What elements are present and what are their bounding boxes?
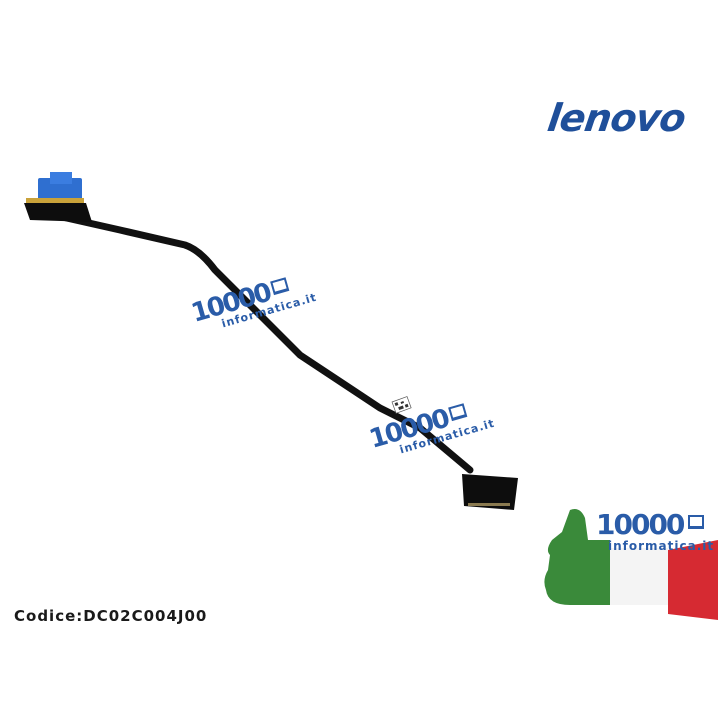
laptop-icon xyxy=(270,277,290,295)
seller-logo: 10000 informatica.it xyxy=(596,508,715,553)
laptop-icon xyxy=(448,403,468,421)
lenovo-logo: lenovo xyxy=(544,96,688,140)
italian-thumb xyxy=(544,509,718,620)
qr-label xyxy=(391,396,412,414)
laptop-icon xyxy=(688,515,705,529)
product-code: Codice:DC02C004J00 xyxy=(14,607,208,625)
connector-left xyxy=(24,203,92,222)
cable-body xyxy=(36,208,474,474)
connector-right xyxy=(462,474,518,510)
